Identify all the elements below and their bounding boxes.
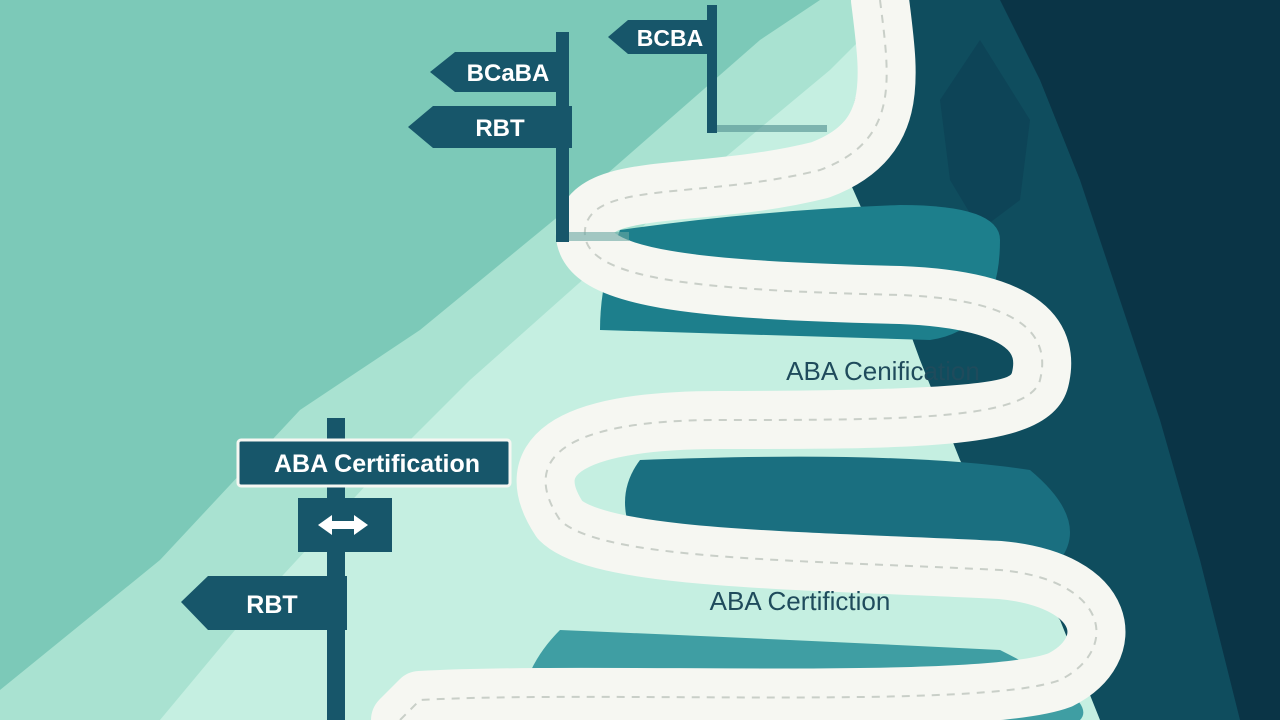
sign-rbt-lower xyxy=(181,576,347,630)
mountain-shadow-face xyxy=(940,40,1030,230)
signpost-lower-left: ABA Certification RBT xyxy=(181,418,512,720)
road-label-lower: ABA Certifiction xyxy=(710,586,891,616)
sign-bcba-label: BCBA xyxy=(637,25,703,51)
darker-mountain-ridge xyxy=(1000,0,1280,720)
sign-aba-certification-label: ABA Certification xyxy=(274,450,480,478)
double-arrow-icon xyxy=(318,515,368,535)
sign-rbt-lower-label: RBT xyxy=(246,591,297,619)
sign-rbt-upper-label: RBT xyxy=(475,115,525,142)
sign-bcaba xyxy=(430,52,560,92)
road-center-line xyxy=(399,0,1098,720)
sign-aba-certification xyxy=(236,438,512,488)
pole-shadow xyxy=(717,125,827,132)
sign-pole xyxy=(327,418,345,720)
road-label-upper: ABA Cenification xyxy=(786,356,980,386)
sign-bcaba-label: BCaBA xyxy=(467,60,550,87)
signpost-top-right: BCBA xyxy=(608,5,827,133)
pole-shadow xyxy=(569,232,629,241)
sign-bcba xyxy=(608,20,712,54)
sign-rbt-upper xyxy=(408,106,572,148)
sign-pole xyxy=(707,5,717,133)
signpost-upper-left: BCaBA RBT xyxy=(408,32,629,242)
